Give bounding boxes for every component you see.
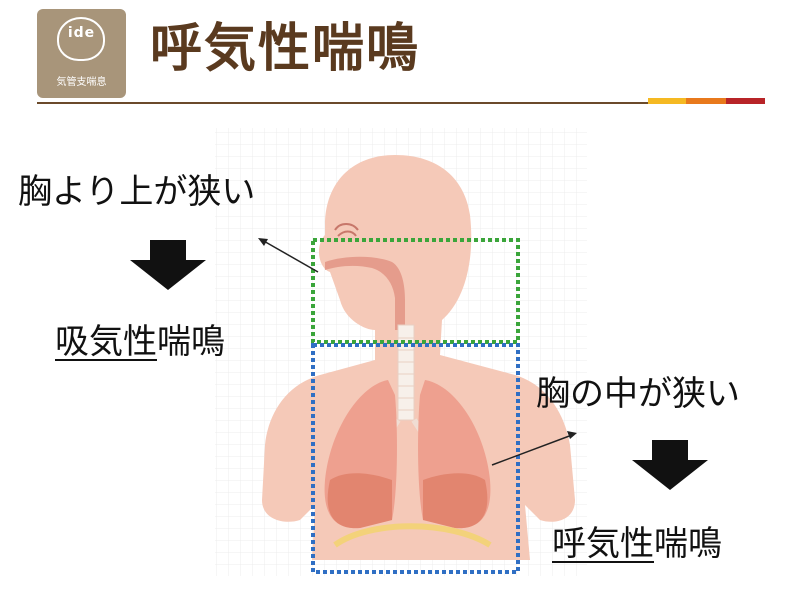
logo-face-icon xyxy=(57,17,105,61)
lower-result: 呼気性喘鳴 xyxy=(552,522,722,566)
accent-bar-yellow xyxy=(648,98,686,104)
lower-result-rest: 喘鳴 xyxy=(654,524,722,564)
lower-airway-box xyxy=(311,343,520,574)
upper-airway-box xyxy=(311,238,520,344)
upper-airway-label: 胸より上が狭い xyxy=(18,172,256,212)
title-rule xyxy=(37,102,765,104)
down-arrow-icon xyxy=(632,440,708,490)
page-title: 呼気性喘鳴 xyxy=(150,19,421,79)
lungs xyxy=(324,380,491,529)
accent-bar-red xyxy=(726,98,765,104)
upper-result-underlined: 吸気性 xyxy=(55,322,157,362)
upper-result-rest: 喘鳴 xyxy=(157,322,225,362)
airway-head xyxy=(325,223,405,330)
pointer-arrow-lower xyxy=(491,431,577,466)
pointer-arrow-upper xyxy=(258,238,319,273)
lower-airway-label: 胸の中が狭い xyxy=(536,374,740,414)
upper-result: 吸気性喘鳴 xyxy=(55,320,225,364)
lower-result-underlined: 呼気性 xyxy=(552,524,654,564)
diaphragm xyxy=(333,523,492,548)
logo-caption: 気管支喘息 xyxy=(56,77,107,88)
accent-bar-orange xyxy=(686,98,726,104)
logo: ide 気管支喘息 xyxy=(37,9,126,98)
down-arrow-icon xyxy=(130,240,206,290)
logo-mark: ide xyxy=(67,25,96,41)
